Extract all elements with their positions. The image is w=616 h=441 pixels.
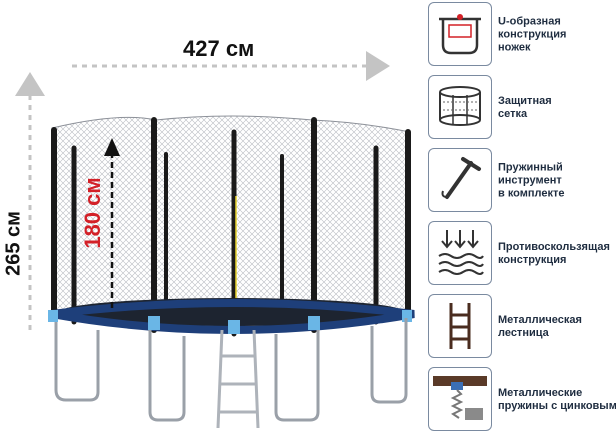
feature-u-legs-label: U-образная конструкция ножек [498, 15, 567, 54]
net-poles [51, 117, 411, 337]
spring-tool-icon [428, 148, 492, 212]
pole-sleeves [48, 310, 412, 334]
depth-dimension-label: 265 см [2, 211, 25, 276]
u-legs [54, 318, 408, 422]
ladder-icon [428, 294, 492, 358]
safety-net-icon [428, 75, 492, 139]
anti-slip-icon [428, 221, 492, 285]
feature-springs: Металлические пружины с цинковым [426, 367, 616, 433]
net-height-dimension-label: 180 см [80, 177, 105, 249]
u-shaped-legs-icon [428, 2, 492, 66]
feature-spring-tool-label: Пружинный инструмент в комплекте [498, 161, 565, 200]
feature-u-legs: U-образная конструкция ножек [426, 2, 616, 68]
width-dimension-label: 427 см [183, 36, 255, 61]
feature-springs-label: Металлические пружины с цинковым [498, 387, 616, 412]
feature-anti-slip: Противоскользящая конструкция [426, 221, 616, 287]
ladder [216, 329, 260, 429]
spring-icon [428, 367, 492, 431]
feature-ladder-label: Металлическая лестница [498, 314, 582, 339]
feature-ladder: Металлическая лестница [426, 294, 616, 360]
feature-anti-slip-label: Противоскользящая конструкция [498, 241, 610, 266]
trampoline-illustration [14, 51, 415, 429]
feature-spring-tool: Пружинный инструмент в комплекте [426, 148, 616, 214]
feature-safety-net-label: Защитная сетка [498, 95, 552, 120]
feature-safety-net: Защитная сетка [426, 75, 616, 141]
frame-pad [51, 299, 415, 334]
feature-list: U-образная конструкция ножек Защитная се… [426, 0, 616, 441]
net-height-arrowhead [104, 138, 120, 156]
